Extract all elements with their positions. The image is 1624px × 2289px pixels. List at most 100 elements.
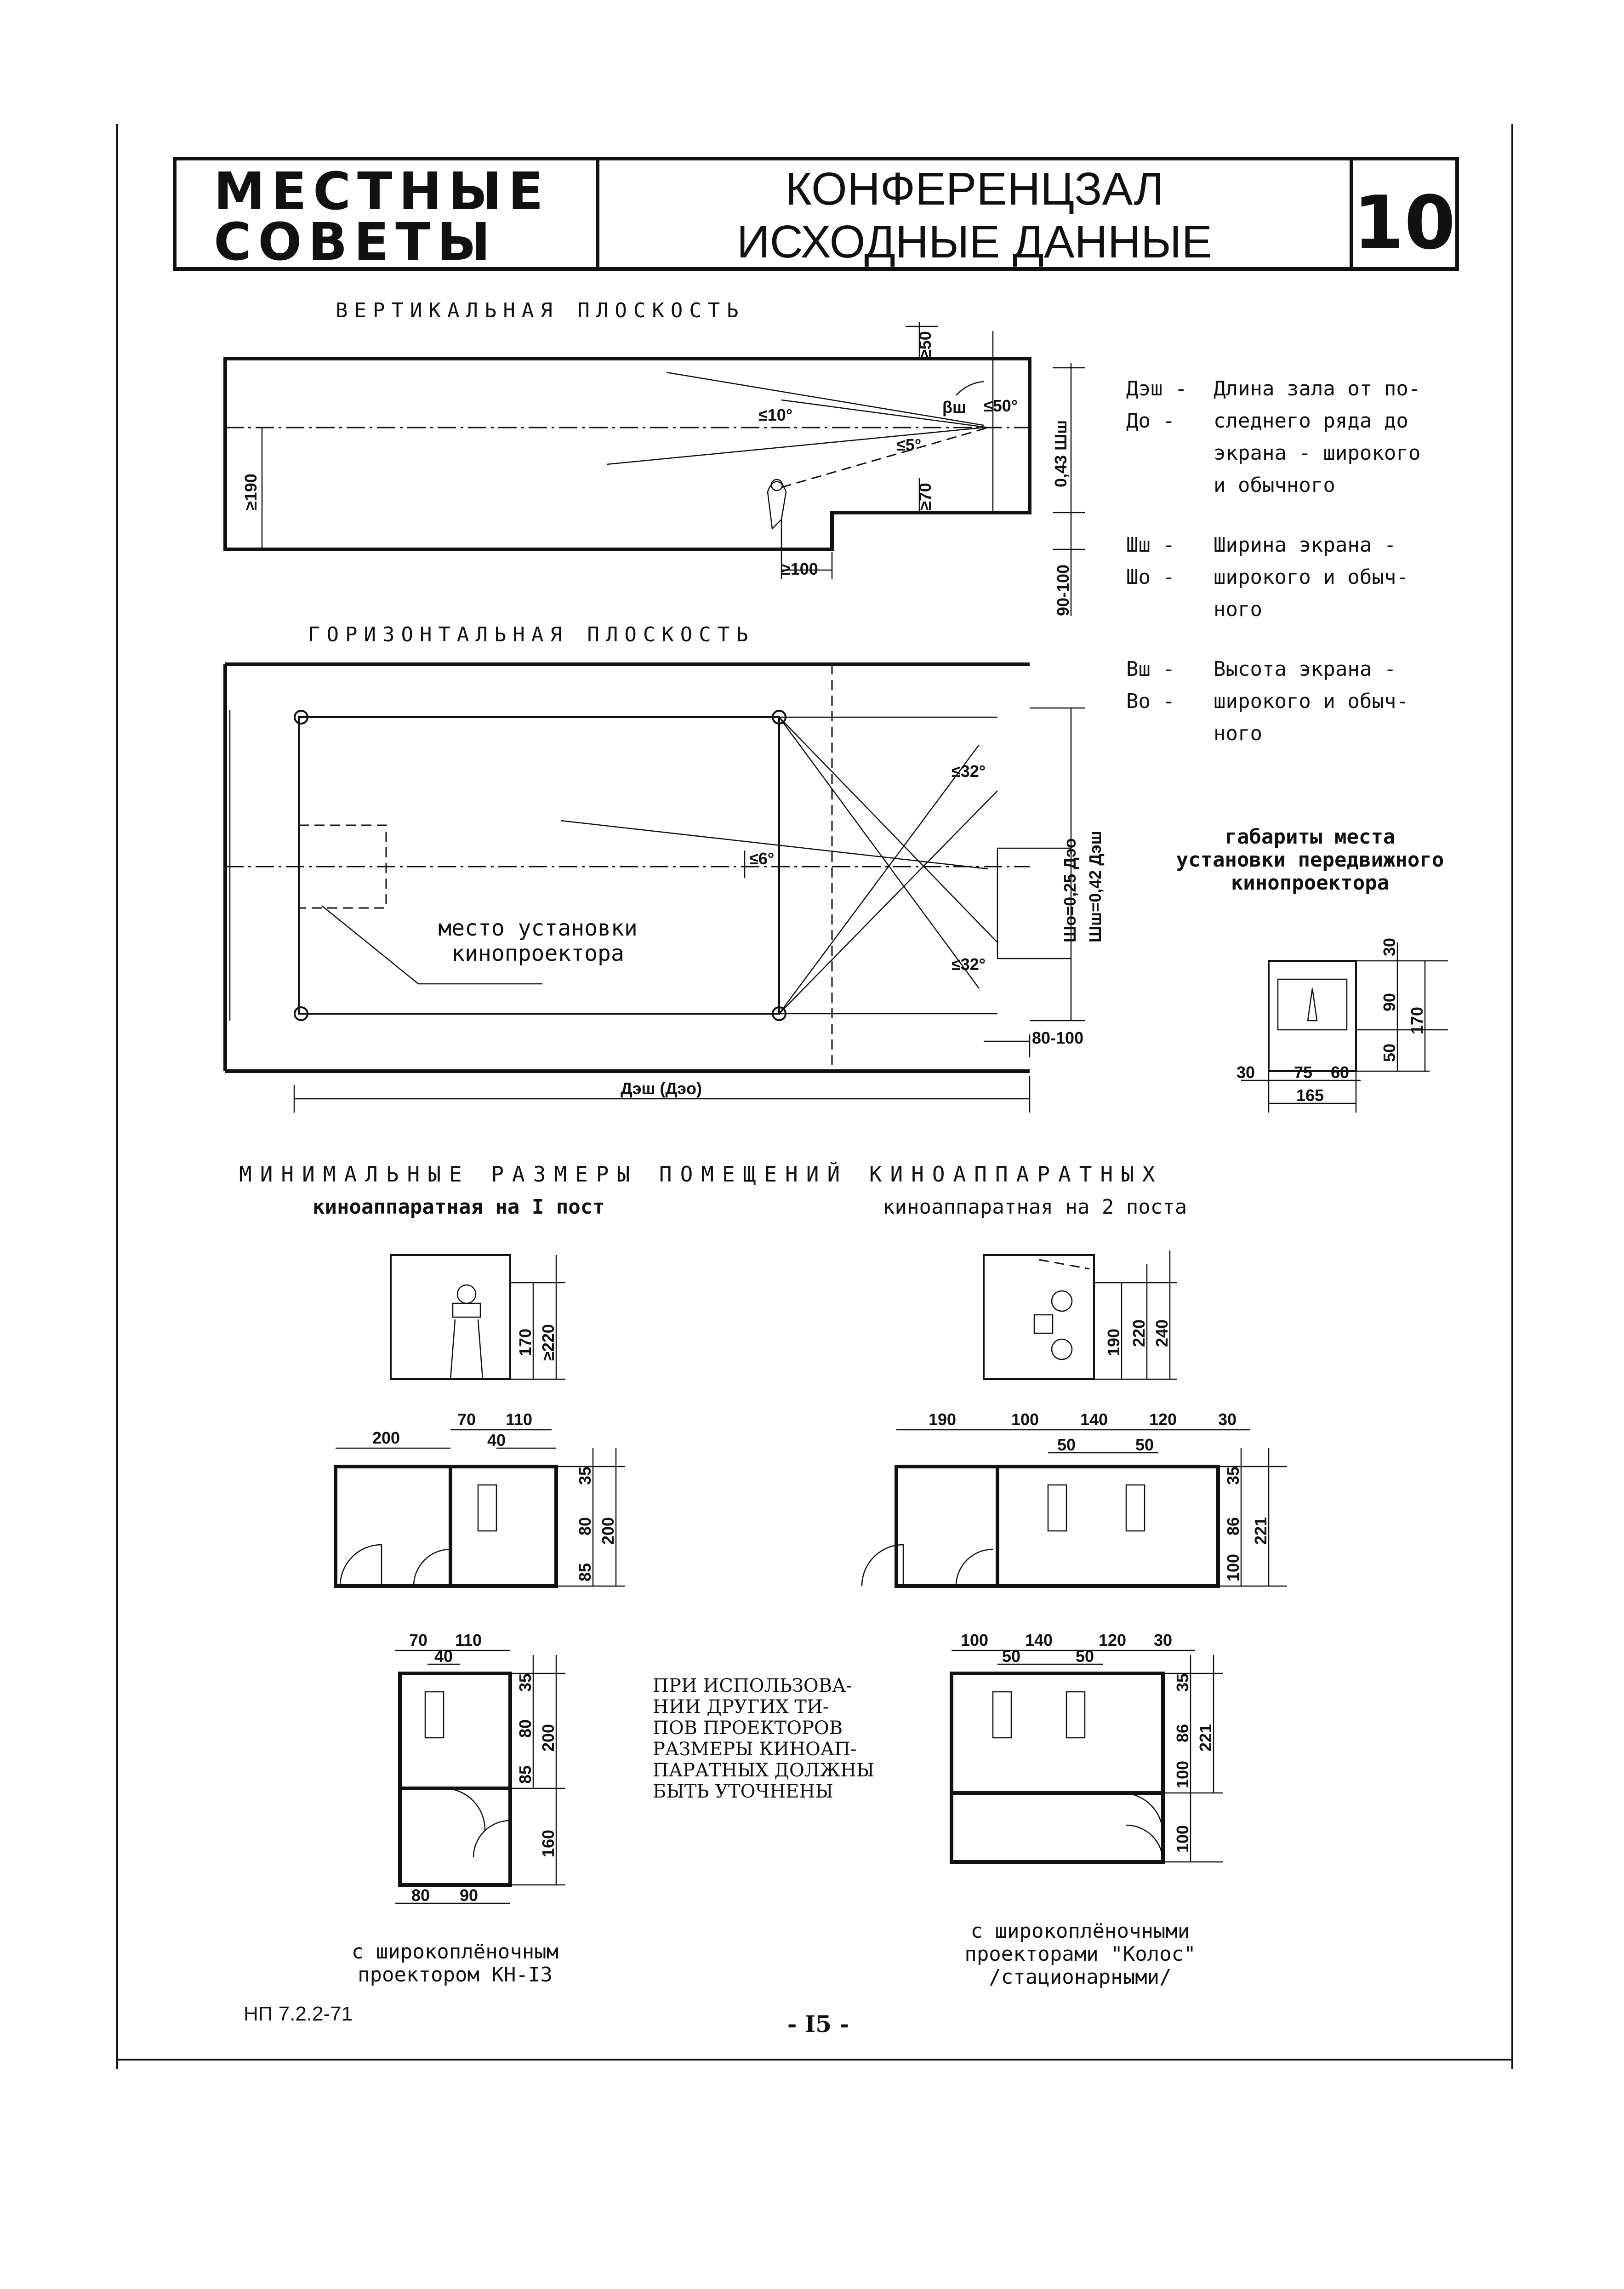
dim-height-190: ≥190: [241, 474, 260, 510]
page-number: - I5 -: [787, 2010, 849, 2038]
dim-mp-170: 170: [1407, 1007, 1426, 1034]
note-line: ПАРАТНЫХ ДОЛЖНЫ: [653, 1760, 874, 1781]
dim-p1a-80: 80: [576, 1517, 594, 1536]
dim-p2b-50a: 50: [1002, 1647, 1020, 1666]
dim-p2b-100v: 100: [1173, 1761, 1192, 1788]
dim-p1b-40: 40: [434, 1647, 453, 1666]
sheet-title-line2: ИСХОДНЫЕ ДАННЫЕ: [737, 216, 1212, 268]
legend-symbol: Вo -: [1126, 690, 1175, 713]
dim-p2a-100v: 100: [1224, 1554, 1242, 1581]
dim-mp-30-top: 30: [1380, 938, 1399, 956]
booths-heading: МИНИМАЛЬНЫЕ РАЗМЕРЫ ПОМЕЩЕНИЙ КИНОАППАРА…: [239, 1162, 1163, 1187]
dim-mp-90: 90: [1380, 993, 1399, 1011]
dim-p1b-90: 90: [460, 1886, 478, 1905]
dim-p2b-140: 140: [1025, 1631, 1053, 1650]
dim-p1a-200: 200: [372, 1428, 400, 1447]
dim-p2a-35: 35: [1224, 1467, 1242, 1485]
dim-p2a-86: 86: [1224, 1517, 1242, 1536]
dim-p2b-30: 30: [1154, 1631, 1172, 1650]
caption-right-2: проекторами "Колос": [964, 1942, 1196, 1966]
dim-e1-220: ≥220: [539, 1324, 558, 1361]
dim-p2a-30: 30: [1218, 1410, 1237, 1429]
vertical-plane-heading: ВЕРТИКАЛЬНАЯ ПЛОСКОСТЬ: [336, 299, 745, 322]
dim-angle-32-bottom: ≤32°: [952, 955, 986, 974]
dim-e2-240: 240: [1152, 1319, 1171, 1347]
dim-p1a-35: 35: [576, 1467, 594, 1485]
booth-plan-2a: [861, 1429, 1287, 1588]
note-block: ПРИ ИСПОЛЬЗОВА-НИИ ДРУГИХ ТИ-ПОВ ПРОЕКТО…: [653, 1675, 874, 1802]
dim-e2-220: 220: [1129, 1319, 1148, 1347]
legend-text: и обычного: [1214, 474, 1335, 497]
header-block: МЕСТНЫЕ СОВЕТЫ КОНФЕРЕНЦЗАЛ ИСХОДНЫЕ ДАН…: [173, 157, 1459, 272]
horizontal-plane-heading: ГОРИЗОНТАЛЬНАЯ ПЛОСКОСТЬ: [308, 623, 755, 646]
note-line: ПРИ ИСПОЛЬЗОВА-: [653, 1675, 852, 1696]
legend-text: широкого и обыч-: [1214, 690, 1408, 713]
series-title-line2: СОВЕТЫ: [214, 212, 497, 272]
legend-text: Длина зала от по-: [1214, 377, 1420, 400]
dim-p1b-80: 80: [516, 1719, 535, 1738]
legend-symbol: Шш -: [1126, 533, 1175, 557]
legend-text: ного: [1214, 722, 1262, 745]
dim-p2a-140: 140: [1080, 1410, 1108, 1429]
booth-elevation-1: [390, 1254, 565, 1380]
sheet-number: 10: [1353, 180, 1456, 266]
dim-p1a-70: 70: [457, 1410, 476, 1429]
legend-text: Высота экрана -: [1214, 657, 1396, 681]
booth-elevation-2: [983, 1250, 1177, 1380]
dim-p2a-50a: 50: [1057, 1435, 1076, 1454]
legend: Дэш -Длина зала от по-Дo -следнего ряда …: [1126, 377, 1420, 745]
dim-p1b-110: 110: [455, 1631, 482, 1650]
dim-p1a-85: 85: [576, 1563, 594, 1581]
dim-beta: βш: [942, 398, 966, 417]
legend-symbol: Дэш -: [1126, 377, 1187, 400]
dim-p2a-221: 221: [1251, 1517, 1270, 1545]
dim-angle-50: ≤50°: [984, 396, 1018, 415]
dim-90-100: 90-100: [1054, 565, 1072, 616]
mobile-projector-drawing: [1241, 942, 1448, 1113]
caption-right-1: с широкоплёночными: [971, 1919, 1190, 1943]
dim-shsh: Шш=0,42 Дэш: [1086, 831, 1105, 942]
dim-mp-60: 60: [1331, 1063, 1349, 1082]
mobile-projector-title-3: кинопроектора: [1231, 871, 1389, 895]
caption-right-3: /стационарными/: [989, 1965, 1171, 1989]
note-line: ПОВ ПРОЕКТОРОВ: [653, 1718, 843, 1739]
dim-p1b-80b: 80: [411, 1886, 430, 1905]
dim-p2b-100b: 100: [1173, 1825, 1192, 1853]
dim-p1b-85: 85: [516, 1765, 535, 1784]
dim-p2b-221: 221: [1196, 1724, 1215, 1752]
dim-p2b-50b: 50: [1076, 1647, 1094, 1666]
dim-p2a-190: 190: [929, 1410, 956, 1429]
dim-height-70: ≥70: [916, 483, 935, 510]
dim-mp-30: 30: [1237, 1063, 1255, 1082]
legend-text: широкого и обыч-: [1214, 565, 1408, 589]
dim-e2-190: 190: [1104, 1329, 1123, 1356]
caption-left-1: с широкоплёночным: [352, 1940, 558, 1964]
booth-plan-1a: [334, 1429, 625, 1588]
dim-p1b-200: 200: [539, 1724, 558, 1752]
legend-symbol: Дo -: [1126, 409, 1175, 433]
vertical-section: [223, 322, 1085, 616]
dim-p2b-35: 35: [1173, 1673, 1192, 1692]
projector-place-label-2: кинопроектора: [451, 941, 624, 966]
dim-mp-75: 75: [1294, 1063, 1312, 1082]
dim-p1b-70: 70: [409, 1631, 427, 1650]
dim-p2a-50b: 50: [1135, 1435, 1154, 1454]
note-line: РАЗМЕРЫ КИНОАП-: [653, 1739, 856, 1760]
dim-p1a-40: 40: [487, 1431, 506, 1450]
mobile-projector-title-2: установки передвижного: [1176, 848, 1444, 872]
caption-left-2: проектором КН-I3: [358, 1963, 553, 1986]
dim-p2a-120: 120: [1149, 1410, 1177, 1429]
dim-angle-6: ≤6°: [749, 849, 774, 868]
legend-symbol: Вш -: [1126, 657, 1175, 681]
two-posts-title: киноаппаратная на 2 поста: [883, 1195, 1187, 1219]
dim-mp-50: 50: [1380, 1044, 1399, 1062]
dim-top-50: ≥50: [916, 331, 935, 359]
booth-plan-1b: [395, 1650, 565, 1904]
projector-place-label-1: место установки: [438, 915, 637, 941]
dim-p1b-35: 35: [516, 1673, 535, 1692]
legend-text: ного: [1214, 598, 1262, 621]
dim-p2b-120: 120: [1099, 1631, 1126, 1650]
note-line: НИИ ДРУГИХ ТИ-: [653, 1696, 829, 1718]
